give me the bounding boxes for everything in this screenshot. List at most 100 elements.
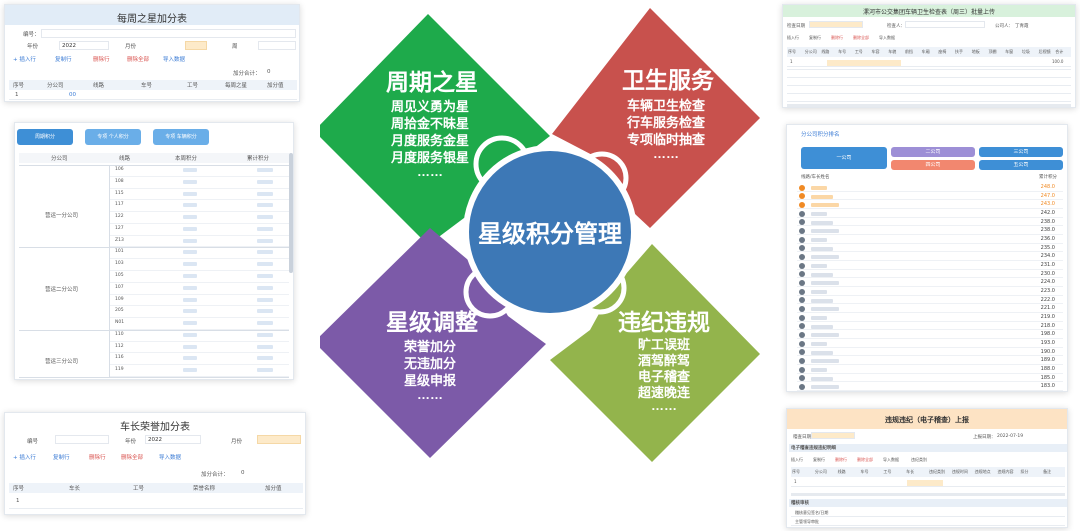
hygiene-insert-button[interactable]: 插入行 xyxy=(787,35,799,40)
rank-dot-icon xyxy=(799,236,805,243)
violation-col: 违纪类别 xyxy=(929,469,945,474)
ranking-tab-2[interactable]: 二公司 xyxy=(891,147,975,157)
hygiene-delete-all-button[interactable]: 删除全部 xyxy=(853,35,869,40)
petal-line-violation-2: 酒驾醉驾 xyxy=(638,353,690,368)
hygiene-table-row[interactable]: 1 100.0 xyxy=(787,59,1071,67)
route-table-row[interactable]: 117 xyxy=(109,200,289,213)
ranking-row[interactable]: 242.0 xyxy=(797,209,1063,218)
hygiene-col: 序号 xyxy=(788,49,796,54)
ranking-row[interactable]: 248.0 xyxy=(797,183,1063,192)
weekly-month-field[interactable] xyxy=(185,41,207,50)
violation-category-button[interactable]: 违纪类别 xyxy=(911,457,927,462)
route-table-row[interactable]: 109 xyxy=(109,295,289,307)
tab-personal-score[interactable]: 专项 个人积分 xyxy=(85,129,141,145)
honor-insert-row-button[interactable]: + 插入行 xyxy=(13,455,36,461)
route-table-row[interactable]: 105 xyxy=(109,271,289,283)
ranking-row[interactable]: 183.0 xyxy=(797,382,1063,391)
weekly-week-field[interactable] xyxy=(258,41,296,50)
route-table-row[interactable]: 115 xyxy=(109,189,289,201)
honor-delete-all-button[interactable]: 删除全部 xyxy=(121,455,144,461)
route-table-row[interactable]: 106 xyxy=(109,165,289,177)
honor-delete-row-button[interactable]: 删除行 xyxy=(89,455,106,461)
route-table-row[interactable]: 101 xyxy=(109,247,289,260)
ranking-row[interactable]: 234.0 xyxy=(797,252,1063,261)
tab-vehicle-score[interactable]: 专项 车辆积分 xyxy=(153,129,209,145)
ranking-row[interactable]: 231.0 xyxy=(797,261,1063,270)
weekly-number-field[interactable] xyxy=(41,29,296,38)
ranking-row[interactable]: 190.0 xyxy=(797,348,1063,357)
weekly-copy-row-button[interactable]: 复制行 xyxy=(55,57,72,63)
violation-import-button[interactable]: 导入数据 xyxy=(883,457,899,462)
ranking-row[interactable]: 221.0 xyxy=(797,304,1063,313)
ranking-row[interactable]: 238.0 xyxy=(797,218,1063,227)
ranking-row[interactable]: 243.0 xyxy=(797,200,1063,209)
weekly-month-label: 月份 xyxy=(125,44,137,50)
ranking-tab-3[interactable]: 三公司 xyxy=(979,147,1063,157)
ranking-row[interactable]: 189.0 xyxy=(797,356,1063,365)
weekly-year-field[interactable]: 2022 xyxy=(59,41,109,50)
route-table-row[interactable]: 108 xyxy=(109,177,289,189)
route-table-row[interactable]: 122 xyxy=(109,212,289,224)
ranking-tab-5[interactable]: 五公司 xyxy=(979,160,1063,170)
hygiene-import-button[interactable]: 导入数据 xyxy=(879,35,895,40)
route-table-row[interactable]: 205 xyxy=(109,306,289,319)
hygiene-scrollbar[interactable] xyxy=(787,104,1071,107)
ranking-row[interactable]: 238.0 xyxy=(797,226,1063,235)
hygiene-date-field[interactable] xyxy=(809,21,863,28)
ranking-row[interactable]: 236.0 xyxy=(797,235,1063,244)
route-table-row[interactable]: 116 xyxy=(109,353,289,366)
ranking-tab-4[interactable]: 四公司 xyxy=(891,160,975,170)
route-table-row[interactable]: Z13 xyxy=(109,236,289,248)
ranking-row[interactable]: 223.0 xyxy=(797,287,1063,296)
ranking-row[interactable]: 185.0 xyxy=(797,374,1063,383)
honor-copy-row-button[interactable]: 复制行 xyxy=(53,455,70,461)
route-table-row[interactable]: 110 xyxy=(109,330,289,342)
ranking-row[interactable]: 224.0 xyxy=(797,278,1063,287)
violation-insert-button[interactable]: 插入行 xyxy=(791,457,803,462)
ranking-name-cell xyxy=(811,350,833,355)
ranking-row[interactable]: 193.0 xyxy=(797,339,1063,348)
route-table-header: 分公司 线路 本周积分 累计积分 xyxy=(19,153,289,163)
ranking-score: 189.0 xyxy=(1040,357,1055,364)
route-table-row[interactable]: 119 xyxy=(109,365,289,377)
ranking-row[interactable]: 198.0 xyxy=(797,330,1063,339)
violation-delete-all-button[interactable]: 删除全部 xyxy=(857,457,873,462)
violation-date-field[interactable] xyxy=(811,432,855,439)
route-table-row[interactable]: N01 xyxy=(109,318,289,330)
route-table-row[interactable]: 127 xyxy=(109,224,289,236)
hygiene-copy-button[interactable]: 复制行 xyxy=(809,35,821,40)
honor-import-button[interactable]: 导入数据 xyxy=(159,455,182,461)
honor-table-header: 序号 车长 工号 荣誉名称 加分值 xyxy=(9,483,303,493)
ranking-name-cell xyxy=(811,316,827,320)
violation-delete-button[interactable]: 删除行 xyxy=(835,457,847,462)
ranking-row[interactable]: 247.0 xyxy=(797,192,1063,201)
tab-periodic-score[interactable]: 周期积分 xyxy=(17,129,73,145)
hygiene-delete-button[interactable]: 删除行 xyxy=(831,35,843,40)
petal-line-adjust-2: 无违加分 xyxy=(403,356,456,371)
weekly-delete-all-button[interactable]: 删除全部 xyxy=(127,57,150,63)
honor-month-field[interactable] xyxy=(257,435,301,444)
violation-table-row[interactable]: 1 xyxy=(791,479,1065,487)
ranking-score: 224.0 xyxy=(1040,279,1055,286)
hygiene-inspector-field[interactable] xyxy=(905,21,985,28)
violation-copy-button[interactable]: 复制行 xyxy=(813,457,825,462)
route-table-row[interactable]: 103 xyxy=(109,259,289,271)
violation-scrollbar[interactable] xyxy=(791,493,1065,496)
honor-year-field[interactable]: 2022 xyxy=(145,435,201,444)
honor-number-field[interactable] xyxy=(55,435,109,444)
weekly-delete-row-button[interactable]: 删除行 xyxy=(93,57,110,63)
route-table-row[interactable]: 107 xyxy=(109,283,289,295)
weekly-table-row[interactable]: 1 00 xyxy=(9,91,297,100)
ranking-row[interactable]: 222.0 xyxy=(797,296,1063,305)
route-table-row[interactable]: 112 xyxy=(109,342,289,354)
honor-table-row[interactable]: 1 xyxy=(9,495,303,509)
weekly-insert-row-button[interactable]: + 插入行 xyxy=(13,57,36,63)
route-table-scrollbar[interactable] xyxy=(289,153,293,273)
ranking-row[interactable]: 219.0 xyxy=(797,313,1063,322)
ranking-row[interactable]: 235.0 xyxy=(797,244,1063,253)
ranking-tab-1[interactable]: 一公司 xyxy=(801,147,887,169)
ranking-row[interactable]: 230.0 xyxy=(797,270,1063,279)
ranking-row[interactable]: 188.0 xyxy=(797,365,1063,374)
weekly-import-button[interactable]: 导入数据 xyxy=(163,57,186,63)
ranking-row[interactable]: 218.0 xyxy=(797,322,1063,331)
